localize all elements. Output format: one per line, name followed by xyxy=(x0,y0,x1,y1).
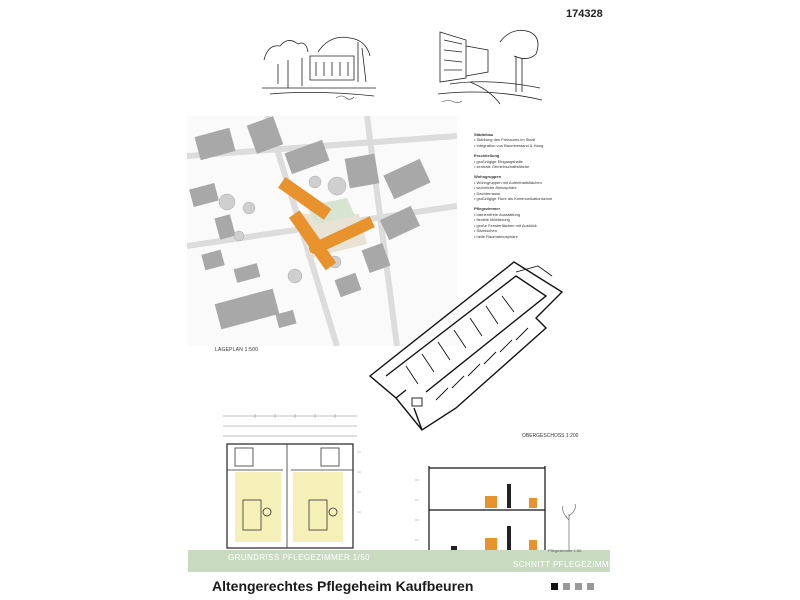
text-item: • barrierefreie Ausstattung xyxy=(474,211,521,217)
text-item: • große Fensterflächen mit Ausblick xyxy=(474,222,537,228)
main-title: Altengerechtes Pflegeheim Kaufbeuren xyxy=(212,578,474,594)
room-floor-plan xyxy=(223,414,361,549)
text-item: • Dachterrasse xyxy=(474,190,501,196)
grundriss-caption: GRUNDRISS PFLEGEZIMMER 1/50 xyxy=(228,553,370,562)
text-item: • Sitznischen xyxy=(474,228,497,234)
text-group: Pflegezimmer • barrierefreie Ausstattung… xyxy=(474,206,584,238)
upper-floor-plan xyxy=(368,261,564,431)
text-group-heading: Städtebau xyxy=(474,132,494,137)
upper-floor-caption: OBERGESCHOSS 1:200 xyxy=(522,433,579,439)
text-item: • helle Raumatmosphäre xyxy=(474,233,518,239)
text-block: Städtebau • Stärkung des Freiraums im St… xyxy=(474,127,584,239)
text-group: Wohngruppen • Wohngruppen mit Aufenthalt… xyxy=(474,174,584,201)
perspective-sketch-left xyxy=(258,22,380,104)
schnitt-caption: SCHNITT PFLEGEZIMMER 1/50 xyxy=(513,560,641,569)
text-group-heading: Wohngruppen xyxy=(474,174,502,180)
text-item: • zentrale Gemeinschaftsfläche xyxy=(474,164,530,170)
text-group: Städtebau • Stärkung des Freiraums im St… xyxy=(474,132,584,148)
page-number: 174328 xyxy=(566,8,603,20)
text-item: • Integration von Baumbestand & Hang xyxy=(474,142,544,148)
page-square xyxy=(551,583,558,590)
perspective-sketch-right xyxy=(430,22,548,108)
page-indicator xyxy=(551,583,594,590)
page-square xyxy=(563,583,570,590)
text-item: • großzügige Flure als Kommunikationszon… xyxy=(474,196,553,202)
text-group-heading: Pflegezimmer xyxy=(474,206,501,212)
text-group: Erschließung • großzügige Eingangshalle … xyxy=(474,153,584,169)
page-square xyxy=(587,583,594,590)
text-item: • großzügige Eingangshalle xyxy=(474,158,523,164)
text-group-heading: Erschließung xyxy=(474,153,500,159)
text-item: • wohnliche Atmosphäre xyxy=(474,185,517,191)
text-item: • Stärkung des Freiraums im Stadt xyxy=(474,137,535,143)
section-drawing xyxy=(415,466,576,554)
site-plan xyxy=(187,116,457,346)
page-square xyxy=(575,583,582,590)
site-plan-caption: LAGEPLAN 1:500 xyxy=(215,347,259,353)
section-tag: Pflegezimmer 1:50 xyxy=(548,548,582,553)
caption-band xyxy=(188,550,610,572)
text-item: • Wohngruppen mit Aufenthaltsflächen xyxy=(474,179,542,185)
text-item: • flexible Möblierung xyxy=(474,217,510,223)
